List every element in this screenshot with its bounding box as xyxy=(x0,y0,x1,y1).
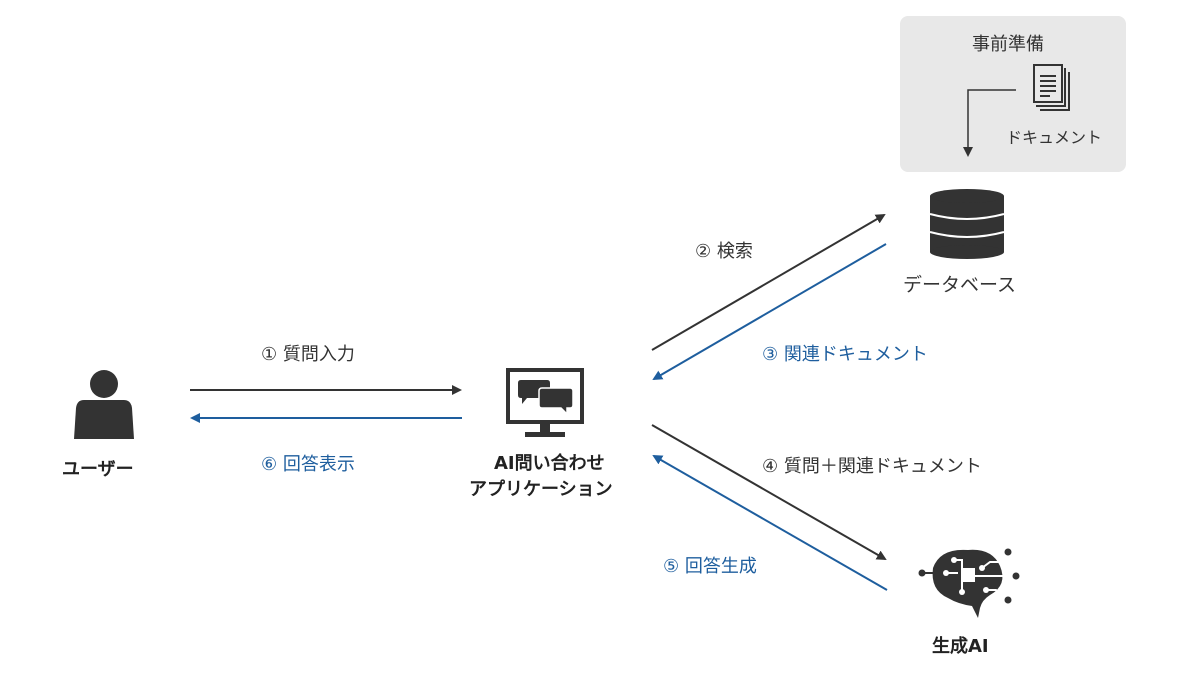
document-label: ドキュメント xyxy=(1006,128,1103,147)
flow-label-3: ③ 関連ドキュメント xyxy=(762,344,928,365)
document-icon xyxy=(1033,64,1070,111)
preparation-title: 事前準備 xyxy=(972,34,1044,55)
database-label: データベース xyxy=(903,274,1017,296)
prep-arrow xyxy=(963,89,1016,157)
arrow-3-related-documents xyxy=(652,243,887,381)
app-label-line1: AI問い合わせ xyxy=(494,453,605,474)
database-icon xyxy=(929,189,1005,259)
flow-label-5: ⑤ 回答生成 xyxy=(663,556,757,577)
preparation-panel xyxy=(900,16,1126,172)
user-icon xyxy=(74,370,134,439)
genai-label: 生成AI xyxy=(932,636,989,657)
brain-ai-icon xyxy=(918,548,1020,618)
flow-label-6: ⑥ 回答表示 xyxy=(261,454,355,475)
arrow-5-answer-generation xyxy=(652,455,888,591)
app-label-line2: アプリケーション xyxy=(469,479,613,500)
arrow-2-search xyxy=(651,213,886,351)
chat-app-icon xyxy=(506,368,584,437)
user-label: ユーザー xyxy=(62,459,134,480)
flow-label-4: ④ 質問＋関連ドキュメント xyxy=(762,456,982,477)
flow-label-2: ② 検索 xyxy=(695,241,753,262)
flow-label-1: ① 質問入力 xyxy=(261,344,355,365)
arrow-4-question-plus-documents xyxy=(651,424,887,560)
